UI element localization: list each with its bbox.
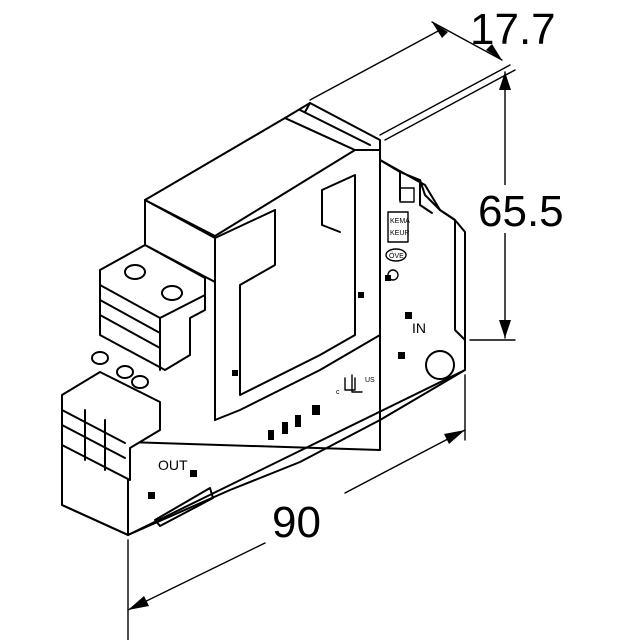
width-arrow-1 bbox=[128, 596, 149, 610]
contact-slot-1 bbox=[268, 430, 274, 440]
indicator-in-2 bbox=[405, 312, 412, 319]
height-extension-lines bbox=[384, 69, 516, 341]
width-dimension-line-1 bbox=[127, 542, 266, 611]
indicator-side bbox=[385, 275, 391, 281]
indicator-plug-1 bbox=[232, 370, 238, 376]
height-label-bg bbox=[478, 185, 538, 233]
terminal-screw-4 bbox=[116, 365, 134, 379]
indicator-out-2 bbox=[190, 470, 197, 477]
device-body: KEMA KEUR ÖVE c US OUT IN bbox=[61, 102, 466, 536]
indicator-in-1 bbox=[398, 352, 405, 359]
right-housing-edge bbox=[379, 159, 466, 341]
width-dimension-line-2 bbox=[344, 429, 466, 494]
depth-extension-lines bbox=[309, 29, 511, 136]
width-arrow-2 bbox=[444, 430, 465, 444]
indicator-out-1 bbox=[148, 492, 155, 499]
plug-front-recess bbox=[239, 174, 356, 396]
ul-prefix-mark: c bbox=[336, 389, 340, 396]
terminal-screw-2 bbox=[161, 285, 183, 301]
plug-module-ridge bbox=[299, 102, 371, 146]
kema-mark: KEMA bbox=[390, 218, 410, 225]
terminal-block-lower-detail bbox=[61, 409, 126, 471]
contact-slot-2 bbox=[282, 422, 288, 434]
depth-dimension-line bbox=[431, 21, 503, 61]
terminal-block-upper-detail bbox=[99, 284, 206, 371]
contact-slot-4 bbox=[312, 405, 320, 415]
kema-sub-mark: KEUR bbox=[390, 230, 409, 237]
height-arrow-2 bbox=[499, 320, 511, 338]
terminal-lower-face bbox=[61, 439, 129, 536]
depth-arrow-2 bbox=[486, 44, 502, 60]
plug-front-inner bbox=[214, 209, 276, 239]
contact-slot-3 bbox=[295, 415, 301, 427]
cert-mark bbox=[387, 269, 399, 281]
in-label: IN bbox=[412, 320, 426, 336]
terminal-screw-3 bbox=[91, 351, 109, 365]
depth-arrow-1 bbox=[432, 22, 448, 38]
depth-value: 17.7 bbox=[470, 5, 556, 54]
dimension-lines: 17.7 65.5 90 bbox=[127, 5, 564, 640]
terminal-block-lower bbox=[61, 371, 161, 481]
kema-plate bbox=[387, 211, 409, 243]
window-slot bbox=[399, 187, 415, 203]
indicator-plug-2 bbox=[358, 292, 364, 298]
width-extension-lines bbox=[127, 374, 466, 640]
ul-logo bbox=[344, 374, 363, 393]
terminal-screw-1 bbox=[124, 264, 146, 280]
width-value: 90 bbox=[272, 498, 321, 547]
ove-mark-ring bbox=[385, 248, 407, 262]
height-arrow-1 bbox=[499, 72, 511, 90]
terminal-block-upper bbox=[99, 244, 206, 371]
height-value: 65.5 bbox=[478, 187, 564, 236]
din-clip bbox=[154, 487, 214, 527]
ul-suffix-mark: US bbox=[365, 377, 375, 384]
out-label: OUT bbox=[158, 457, 188, 473]
ove-mark: ÖVE bbox=[389, 252, 404, 260]
base-bottom-line bbox=[127, 369, 466, 536]
connector-ring bbox=[425, 350, 455, 380]
terminal-screw-5 bbox=[131, 375, 149, 389]
